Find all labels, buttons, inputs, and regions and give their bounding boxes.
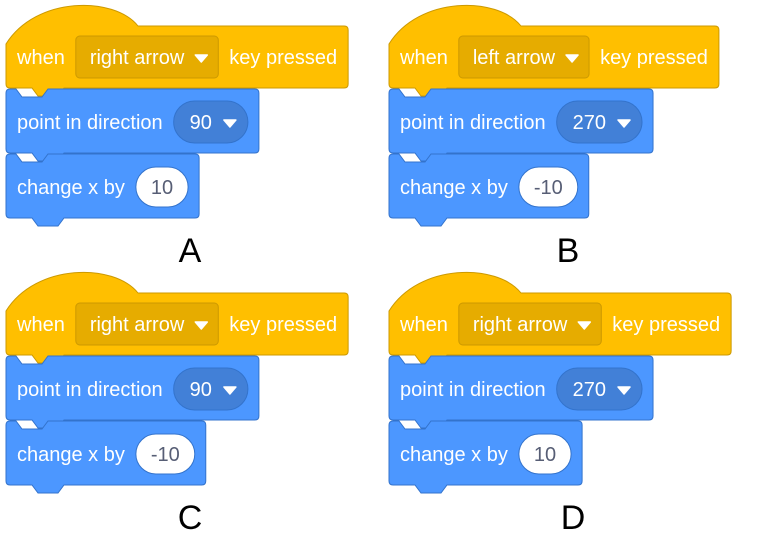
key-dropdown[interactable]: right arrow: [458, 302, 602, 346]
when-key-pressed-block[interactable]: when left arrow key pressed: [388, 4, 720, 97]
change-x-number-input[interactable]: -10: [518, 166, 579, 208]
direction-value: 90: [190, 112, 212, 134]
point-in-direction-label: point in direction: [400, 112, 546, 134]
when-label: when: [399, 314, 448, 336]
change-x-by-block[interactable]: change x by 10: [5, 153, 200, 227]
key-pressed-label: key pressed: [600, 47, 708, 69]
key-dropdown[interactable]: right arrow: [75, 302, 219, 346]
change-x-value: -10: [534, 177, 563, 199]
point-in-direction-block[interactable]: point in direction 270: [388, 88, 654, 162]
key-pressed-label: key pressed: [612, 314, 720, 336]
caret-down-icon: [577, 321, 592, 330]
change-x-by-label: change x by: [17, 177, 125, 199]
change-x-by-block[interactable]: change x by -10: [5, 420, 207, 494]
option-c-script: when right arrow key pressed point in direc…: [5, 271, 349, 534]
caret-down-icon: [565, 54, 579, 63]
when-label: when: [399, 47, 448, 69]
key-dropdown-value: right arrow: [90, 314, 185, 336]
option-label: C: [178, 499, 203, 534]
change-x-value: -10: [151, 444, 180, 466]
change-x-value: 10: [151, 177, 173, 199]
direction-value: 270: [573, 112, 606, 134]
point-in-direction-block[interactable]: point in direction 90: [5, 355, 260, 429]
option-label: D: [561, 499, 586, 534]
direction-dropdown[interactable]: 90: [173, 367, 249, 411]
change-x-by-label: change x by: [17, 444, 125, 466]
key-dropdown-value: right arrow: [473, 314, 568, 336]
direction-dropdown[interactable]: 270: [556, 100, 643, 144]
direction-value: 90: [190, 379, 212, 401]
caret-down-icon: [617, 386, 631, 395]
point-in-direction-label: point in direction: [17, 379, 163, 401]
change-x-value: 10: [534, 444, 556, 466]
direction-value: 270: [573, 379, 606, 401]
key-pressed-label: key pressed: [229, 314, 337, 336]
change-x-by-block[interactable]: change x by 10: [388, 420, 583, 494]
caret-down-icon: [617, 119, 631, 128]
key-dropdown[interactable]: left arrow: [458, 35, 590, 79]
option-a-script: when right arrow key pressed point in direc…: [5, 4, 349, 270]
when-label: when: [16, 314, 65, 336]
change-x-number-input[interactable]: -10: [135, 433, 196, 475]
change-x-by-block[interactable]: change x by -10: [388, 153, 590, 227]
key-dropdown[interactable]: right arrow: [75, 35, 219, 79]
when-key-pressed-block[interactable]: when right arrow key pressed: [5, 4, 349, 97]
point-in-direction-label: point in direction: [17, 112, 163, 134]
direction-dropdown[interactable]: 270: [556, 367, 643, 411]
change-x-number-input[interactable]: 10: [518, 433, 572, 475]
point-in-direction-block[interactable]: point in direction 90: [5, 88, 260, 162]
when-key-pressed-block[interactable]: when right arrow key pressed: [5, 271, 349, 364]
change-x-by-label: change x by: [400, 444, 508, 466]
key-dropdown-value: right arrow: [90, 47, 185, 69]
point-in-direction-label: point in direction: [400, 379, 546, 401]
caret-down-icon: [223, 386, 237, 395]
direction-dropdown[interactable]: 90: [173, 100, 249, 144]
option-label: B: [557, 232, 580, 270]
point-in-direction-block[interactable]: point in direction 270: [388, 355, 654, 429]
key-pressed-label: key pressed: [229, 47, 337, 69]
caret-down-icon: [223, 119, 237, 128]
caret-down-icon: [194, 321, 209, 330]
caret-down-icon: [194, 54, 209, 63]
option-b-script: when left arrow key pressed point in direct…: [388, 4, 720, 270]
when-key-pressed-block[interactable]: when right arrow key pressed: [388, 271, 732, 364]
option-label: A: [179, 232, 202, 270]
when-label: when: [16, 47, 65, 69]
change-x-by-label: change x by: [400, 177, 508, 199]
change-x-number-input[interactable]: 10: [135, 166, 189, 208]
key-dropdown-value: left arrow: [473, 47, 556, 69]
option-d-script: when right arrow key pressed point in direc…: [388, 271, 732, 534]
